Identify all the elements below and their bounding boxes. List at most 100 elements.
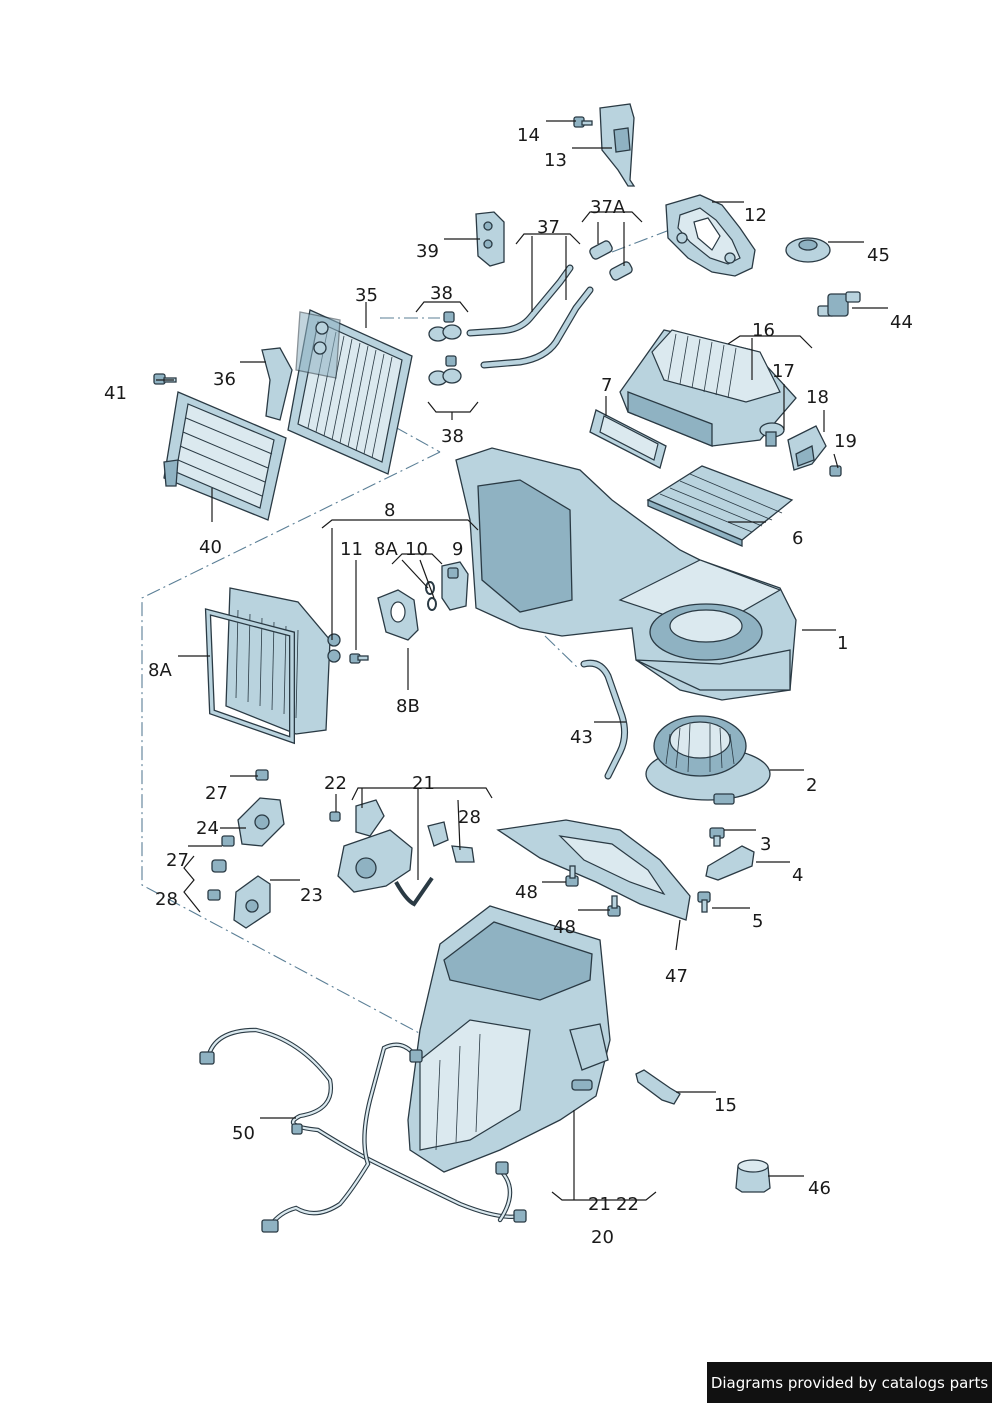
callout-13: 13 bbox=[544, 150, 567, 171]
callout-37a: 37A bbox=[590, 197, 626, 218]
callout-47: 47 bbox=[665, 966, 688, 987]
callout-6: 6 bbox=[792, 528, 803, 549]
wiring-harness-50-icon bbox=[199, 1027, 527, 1233]
callout-8a-top: 8A bbox=[374, 539, 398, 560]
callout-24: 24 bbox=[196, 818, 219, 839]
callout-19: 19 bbox=[834, 431, 857, 452]
fitting-37a-icon bbox=[589, 240, 633, 281]
callout-35: 35 bbox=[355, 285, 378, 306]
callout-12: 12 bbox=[744, 205, 767, 226]
seal-8a-icon bbox=[204, 608, 295, 745]
screw-14-icon bbox=[573, 116, 593, 128]
cabin-filter-6-icon bbox=[646, 465, 794, 547]
connector-39-icon bbox=[475, 211, 505, 267]
callout-11: 11 bbox=[340, 539, 363, 560]
cover-47-icon bbox=[496, 819, 691, 921]
screw-41-icon bbox=[153, 373, 177, 385]
blower-motor-2-icon bbox=[645, 715, 771, 805]
screw-24-icon bbox=[221, 835, 235, 847]
resistor-4-icon bbox=[705, 845, 755, 881]
screw-22-icon bbox=[329, 811, 341, 822]
screw-3-icon bbox=[709, 827, 725, 847]
evaporator-8-icon bbox=[225, 587, 341, 735]
heater-core-35-icon bbox=[287, 309, 413, 475]
callout-27-top: 27 bbox=[205, 783, 228, 804]
drain-hose-43-icon bbox=[580, 659, 629, 780]
callout-9: 9 bbox=[452, 539, 463, 560]
callout-39: 39 bbox=[416, 241, 439, 262]
callout-41: 41 bbox=[104, 383, 127, 404]
callout-28-bottom: 28 bbox=[155, 889, 178, 910]
screw-27a-icon bbox=[255, 769, 269, 781]
clip-48a-icon bbox=[565, 865, 579, 887]
clip-28b-icon bbox=[207, 889, 221, 901]
seal-12-icon bbox=[665, 194, 756, 277]
callout-5: 5 bbox=[752, 911, 763, 932]
callout-8: 8 bbox=[384, 500, 395, 521]
clip-44-icon bbox=[817, 291, 861, 317]
callout-45: 45 bbox=[867, 245, 890, 266]
callout-22-bottom: 22 bbox=[616, 1194, 639, 1215]
bracket-13-icon bbox=[599, 103, 636, 187]
callout-48-top: 48 bbox=[515, 882, 538, 903]
distribution-housing-20-icon bbox=[407, 905, 611, 1173]
callout-15: 15 bbox=[714, 1095, 737, 1116]
sensor-15-icon bbox=[635, 1069, 681, 1105]
clamp-38-icon bbox=[428, 311, 462, 386]
grommet-45-icon bbox=[785, 237, 831, 263]
heater-element-40-icon bbox=[163, 391, 287, 521]
callout-22-top: 22 bbox=[324, 773, 347, 794]
callout-17: 17 bbox=[772, 361, 795, 382]
callout-46: 46 bbox=[808, 1178, 831, 1199]
o-ring-10-icon bbox=[425, 581, 437, 611]
actuator-24-icon bbox=[237, 797, 285, 847]
callout-50: 50 bbox=[232, 1123, 255, 1144]
cap-46-icon bbox=[735, 1159, 771, 1193]
actuator-21-icon bbox=[337, 799, 475, 893]
leader-lines bbox=[156, 120, 888, 1201]
callout-3: 3 bbox=[760, 834, 771, 855]
callout-27-bottom: 27 bbox=[166, 850, 189, 871]
callout-36: 36 bbox=[213, 369, 236, 390]
actuator-23-icon bbox=[233, 875, 271, 929]
callout-16: 16 bbox=[752, 320, 775, 341]
callout-1: 1 bbox=[837, 633, 848, 654]
expansion-valve-9-icon bbox=[441, 561, 469, 611]
clip-48b-icon bbox=[607, 895, 621, 917]
callout-14: 14 bbox=[517, 125, 540, 146]
seal-7-icon bbox=[589, 409, 667, 469]
callout-48-bottom: 48 bbox=[553, 917, 576, 938]
callout-38-top: 38 bbox=[430, 283, 453, 304]
callout-23: 23 bbox=[300, 885, 323, 906]
screw-5-icon bbox=[697, 891, 711, 913]
screw-11-icon bbox=[349, 653, 369, 664]
callout-18: 18 bbox=[806, 387, 829, 408]
callout-44: 44 bbox=[890, 312, 913, 333]
callout-38-bottom: 38 bbox=[441, 426, 464, 447]
callout-40: 40 bbox=[199, 537, 222, 558]
callout-7: 7 bbox=[601, 375, 612, 396]
credit-banner[interactable]: Diagrams provided by catalogs parts bbox=[707, 1362, 992, 1403]
screw-19-icon bbox=[829, 465, 842, 477]
air-intake-housing-1-icon bbox=[455, 447, 797, 701]
callout-43: 43 bbox=[570, 727, 593, 748]
callout-28-top: 28 bbox=[458, 807, 481, 828]
callout-20: 20 bbox=[591, 1227, 614, 1248]
callout-2: 2 bbox=[806, 775, 817, 796]
callout-21-top: 21 bbox=[412, 773, 435, 794]
callout-labels: 14 13 37A 12 37 39 45 35 38 44 16 41 36 … bbox=[104, 125, 913, 1248]
callout-37: 37 bbox=[537, 217, 560, 238]
callout-21-bottom: 21 bbox=[588, 1194, 611, 1215]
grommet-17-icon bbox=[759, 422, 785, 447]
clip-27b-icon bbox=[211, 859, 227, 873]
callout-8b: 8B bbox=[396, 696, 420, 717]
hose-37-icon bbox=[466, 264, 594, 369]
sensor-18-icon bbox=[787, 425, 827, 471]
callout-4: 4 bbox=[792, 865, 803, 886]
seal-8b-icon bbox=[377, 589, 419, 641]
bracket-36-icon bbox=[261, 347, 293, 421]
callout-10: 10 bbox=[405, 539, 428, 560]
callout-8a: 8A bbox=[148, 660, 172, 681]
actuator-cable-21-icon bbox=[394, 876, 434, 907]
